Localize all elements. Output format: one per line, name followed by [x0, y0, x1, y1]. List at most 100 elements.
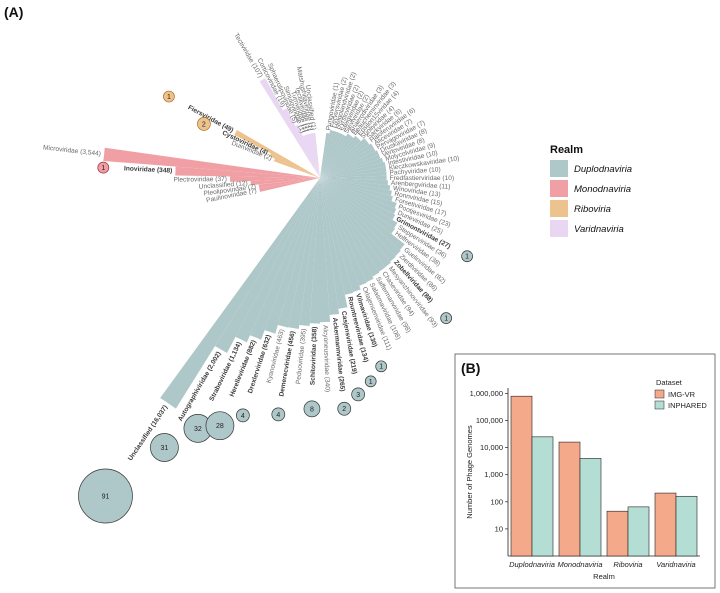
y-tick-label: 10,000 [480, 443, 503, 452]
legend-swatch-monodnaviria [550, 180, 568, 197]
bubble-rountreeviridae [364, 375, 377, 388]
y-axis-title: Number of Phage Genomes [465, 425, 474, 519]
bar-beaucheminviridae [320, 135, 354, 178]
bar-ronnviridae [320, 178, 392, 196]
bar-corticoviridae [282, 108, 320, 178]
bar-unclassified [250, 178, 320, 186]
bubble-count-autographiviridae: 31 [161, 445, 169, 452]
bar-sarkviridae [320, 138, 367, 178]
bar-duinviridae [273, 158, 320, 178]
bubble-grimontviridae [461, 250, 473, 263]
bar-turriviridae [305, 134, 320, 178]
bubble-count-casjensviridae: 3 [356, 392, 360, 399]
bubble-count-demerecviridae: 4 [276, 412, 280, 419]
bubble-unclassified [78, 468, 133, 524]
bar-druskaviridae [320, 150, 379, 178]
legend-label-monodnaviria: Monodnaviria [574, 184, 631, 195]
bar-vilmaviridae [320, 178, 361, 293]
bar-simuloviridae [302, 135, 320, 178]
bubble-autographiviridae [150, 433, 179, 462]
bar-inoviridae [175, 166, 320, 178]
bubble-cystoviridae [197, 116, 211, 131]
bar-mesyanzhinovviridae [320, 178, 392, 268]
bar-pungoviridae [320, 133, 330, 178]
label-microviridae: Microviridae (3,544) [43, 144, 102, 157]
bar-chaseviridae [320, 178, 386, 272]
bar-winoviridae [320, 178, 391, 191]
bar-img-vr-riboviria [606, 510, 629, 557]
legend-swatch-inphared [654, 400, 665, 410]
label-fiersviridae: Fiersviridae (49) [187, 104, 235, 134]
bar-forsetiviridae [320, 178, 393, 202]
bubble-count-grimontviridae: 1 [465, 254, 469, 261]
bubble-count-drexlerviridae: 4 [241, 413, 245, 420]
label-tectiviridae: Tectiviridae (107) [232, 32, 263, 79]
bubble-demerecviridae [271, 407, 286, 422]
bar-arenbergviridae [320, 178, 389, 186]
bubble-count-unclassified: 91 [102, 493, 110, 500]
bar-aliceviridae [320, 143, 374, 178]
label-pachyviridae: Pachyviridae (10) [389, 166, 441, 177]
bar-stepperviridae [320, 178, 398, 229]
label-unclassified: Unclassified (12) [199, 180, 248, 191]
bubble-count-zobellviridae: 1 [444, 316, 448, 323]
category-label-varidnaviria: Varidnaviria [656, 560, 695, 569]
y-tick-label: 1,000,000 [470, 389, 503, 398]
label-arenbergviridae: Arenbergviridae (11) [391, 180, 451, 191]
panel-a-label: (A) [4, 4, 23, 20]
y-tick-label: 100 [490, 497, 503, 506]
bar-saffermanviridae [320, 178, 380, 277]
bar-autographiviridae [214, 178, 320, 353]
realm-legend: Realm Duplodnaviria Monodnaviria Ribovir… [550, 144, 632, 237]
bar-pootjesviridae [320, 178, 397, 209]
bar-kyanoviridae [277, 178, 320, 328]
bar-ferversviridae [320, 130, 334, 178]
bar-herelleviridae [249, 178, 320, 340]
bar-molycolviridae [320, 157, 384, 178]
x-axis-title: Realm [593, 572, 615, 581]
bar-helfnerviridae [320, 178, 396, 234]
bar-unclassified [312, 132, 320, 178]
bubble-count-ackermannviridae: 2 [342, 406, 346, 413]
legend-label-varidnaviria: Varidnaviria [574, 224, 624, 235]
bar-straboviridae [235, 178, 320, 343]
bar-schitoviridae [309, 178, 320, 324]
label-peduoviridae: Peduoviridae (395) [295, 328, 308, 384]
bar-inphared-varidnaviria [675, 495, 698, 557]
legend-label-duplodnaviria: Duplodnaviria [574, 164, 632, 175]
legend-swatch-imgvr [654, 389, 665, 399]
label-inoviridae: Inoviridae (348) [124, 165, 173, 174]
bar-paulinoviridae [259, 178, 320, 192]
bubble-count-cystoviridae: 2 [202, 121, 206, 128]
bar-ackermannviridae [320, 178, 340, 315]
bubble-vilmaviridae [375, 360, 388, 373]
bubble-schitoviridae [303, 400, 321, 418]
bubble-drexlerviridae [236, 408, 250, 423]
bar-pachyviridae [320, 171, 387, 178]
bar-helgolandviridae [320, 130, 337, 178]
legend-label-riboviria: Riboviria [574, 204, 611, 215]
bar-haloferuviridae [320, 141, 370, 178]
label-plectroviridae: Plectroviridae (37) [173, 176, 227, 184]
bar-intestiviridae [320, 161, 386, 178]
bubble-casjensviridae [351, 387, 365, 402]
bubble-count-rountreeviridae: 1 [369, 379, 373, 386]
bubble-count-vilmaviridae: 1 [379, 364, 383, 371]
legend-label-imgvr: IMG-VR [668, 390, 696, 399]
bar-img-vr-monodnaviria [558, 441, 581, 557]
label-schitoviridae: Schitoviridae (358) [310, 326, 319, 385]
y-tick-label: 1,000 [484, 470, 503, 479]
bar-fredfastierviridae [320, 175, 387, 181]
bar-alcyoneusviridae [320, 178, 331, 323]
bar-pervagoviridae [320, 147, 376, 178]
label-alcyoneusviridae: Alcyoneusviridae (340) [321, 325, 330, 392]
bar-tectiviridae [259, 78, 320, 178]
panel-b-label: (B) [461, 360, 480, 376]
label-fredfastierviridae: Fredfastierviridae (10) [390, 175, 455, 182]
category-label-monodnaviria: Monodnaviria [557, 560, 602, 569]
circular-bar-chart [103, 78, 405, 409]
bar-orlajensenviridae [320, 178, 367, 286]
bar-anaerodiviridae [320, 133, 351, 178]
